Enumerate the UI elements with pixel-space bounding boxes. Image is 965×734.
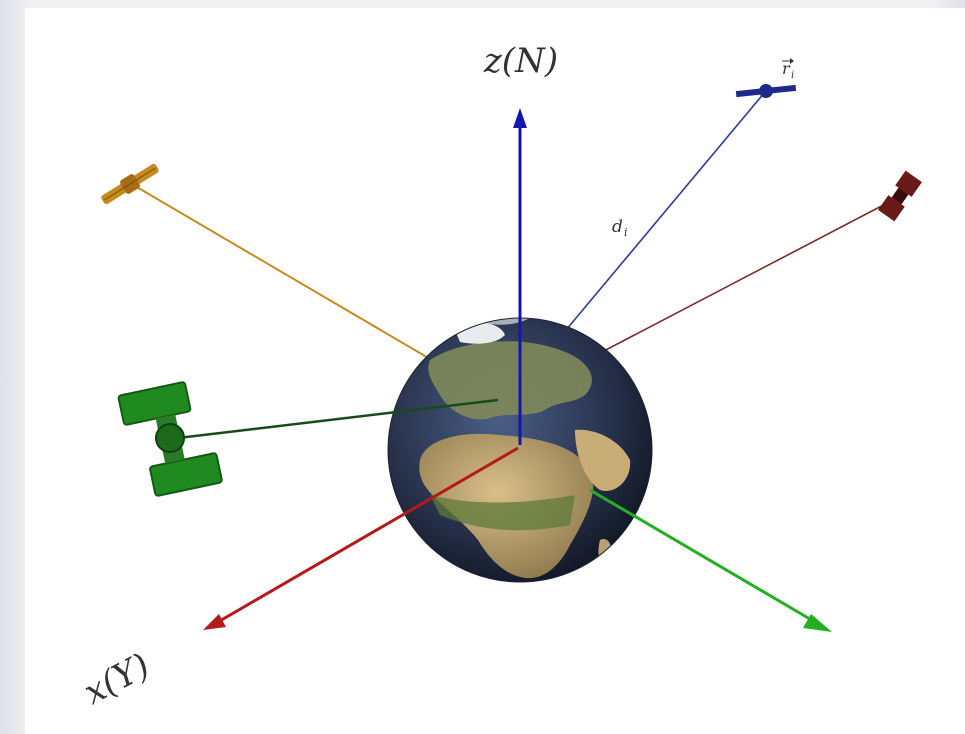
- brown-satellite-icon: [878, 170, 922, 222]
- svg-text:i: i: [624, 226, 628, 239]
- svg-text:r: r: [782, 59, 791, 78]
- earth-globe: [387, 317, 653, 583]
- svg-text:d: d: [612, 217, 623, 237]
- green-satellite-line: [177, 398, 499, 440]
- satellite-vector-label: r i: [782, 58, 794, 81]
- x-axis-label: x(Υ): [77, 646, 156, 713]
- orange-satellite-icon: [101, 163, 159, 205]
- green-satellite-icon: [117, 381, 223, 497]
- svg-text:x(Υ): x(Υ): [77, 646, 156, 713]
- svg-text:i: i: [791, 70, 794, 81]
- x-axis: [203, 446, 519, 630]
- y-axis: [589, 488, 832, 632]
- blue-satellite-icon: [735, 84, 797, 98]
- z-axis: [513, 108, 527, 445]
- z-axis-label: z(N): [483, 41, 558, 81]
- distance-label: d i: [612, 217, 628, 239]
